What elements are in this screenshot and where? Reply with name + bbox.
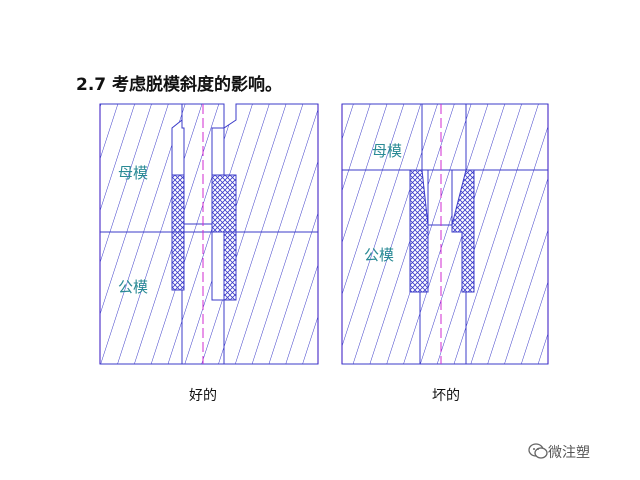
page-title: 2.7 考虑脱模斜度的影响。 [76, 75, 283, 95]
label-core: 公模 [364, 246, 394, 264]
caption-good: 好的 [189, 388, 217, 404]
watermark-text: 微注塑 [548, 445, 590, 461]
core-left-block [99, 231, 183, 365]
wechat-icon [528, 443, 548, 459]
label-cavity: 母模 [118, 164, 148, 182]
label-cavity: 母模 [372, 142, 402, 160]
caption-bad: 坏的 [432, 388, 460, 404]
cavity-right-block [465, 103, 549, 171]
core-right-block [465, 169, 549, 365]
core-left-block [341, 169, 421, 365]
part-wall-right [211, 174, 237, 301]
label-core: 公模 [118, 278, 148, 296]
cavity-left-block [341, 103, 423, 171]
part-wall-left [171, 174, 185, 291]
part-wall-left [409, 169, 429, 293]
core-right-block [223, 231, 319, 365]
diagram-good: 母模 公模 好的 [99, 103, 319, 404]
diagram-bad: 母模 公模 坏的 [341, 103, 549, 404]
part-wall-right [451, 169, 475, 293]
cavity-right-block [223, 103, 319, 233]
